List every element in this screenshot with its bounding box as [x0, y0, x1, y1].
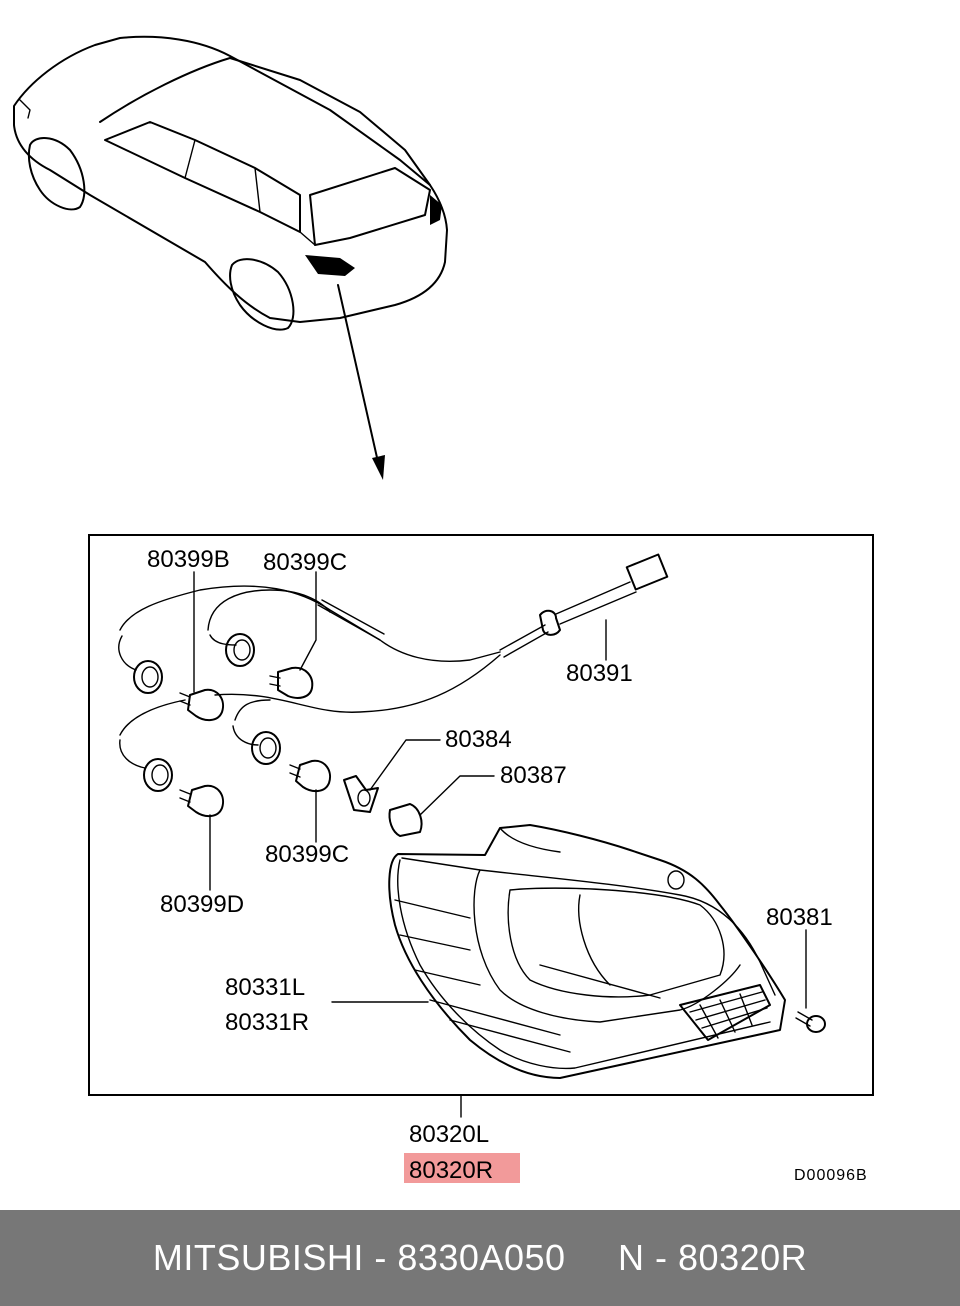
bulb-80399b [179, 688, 224, 722]
label-80320l: 80320L [409, 1121, 489, 1148]
car-illustration [13, 35, 448, 331]
bulb-80399d [179, 784, 224, 818]
gasket-80384 [343, 775, 379, 813]
screw-80381 [795, 1011, 826, 1033]
footer-part-number: MITSUBISHI - 8330A050 N - 80320R [152, 1237, 808, 1278]
footer-bar: MITSUBISHI - 8330A050 N - 80320R [0, 1210, 960, 1306]
parts-diagram: 80399B 80399C 80391 80384 80387 80399C 8… [13, 35, 874, 1184]
socket-80399d [143, 758, 173, 792]
pointer-arrow [337, 284, 385, 480]
wiring-harness [118, 553, 669, 769]
part-labels: 80399B 80399C 80391 80384 80387 80399C 8… [147, 546, 868, 1184]
leader-lines [193, 571, 807, 1118]
socket-80399c-bottom [251, 731, 281, 765]
highlight-box [404, 1153, 520, 1183]
diagram-code: D00096B [794, 1167, 868, 1184]
bulb-80399c-bottom [289, 759, 331, 793]
label-80331r: 80331R [225, 1009, 309, 1036]
label-80399d: 80399D [160, 891, 244, 918]
clip-80387 [388, 803, 423, 837]
label-80384: 80384 [445, 726, 512, 753]
label-80320r: 80320R [409, 1157, 493, 1184]
label-80399b: 80399B [147, 546, 230, 573]
label-80381: 80381 [766, 904, 833, 931]
socket-80399b [133, 660, 163, 694]
socket-80399c-top [225, 633, 255, 667]
tail-lamp-assembly [388, 824, 786, 1079]
parts-box [88, 534, 874, 1096]
label-80391: 80391 [566, 660, 633, 687]
label-80399c-top: 80399C [263, 549, 347, 576]
sockets-and-bulbs [133, 633, 826, 1033]
label-80387: 80387 [500, 762, 567, 789]
label-80399c-bottom: 80399C [265, 841, 349, 868]
label-80331l: 80331L [225, 974, 305, 1001]
bulb-80399c-top [269, 666, 314, 699]
